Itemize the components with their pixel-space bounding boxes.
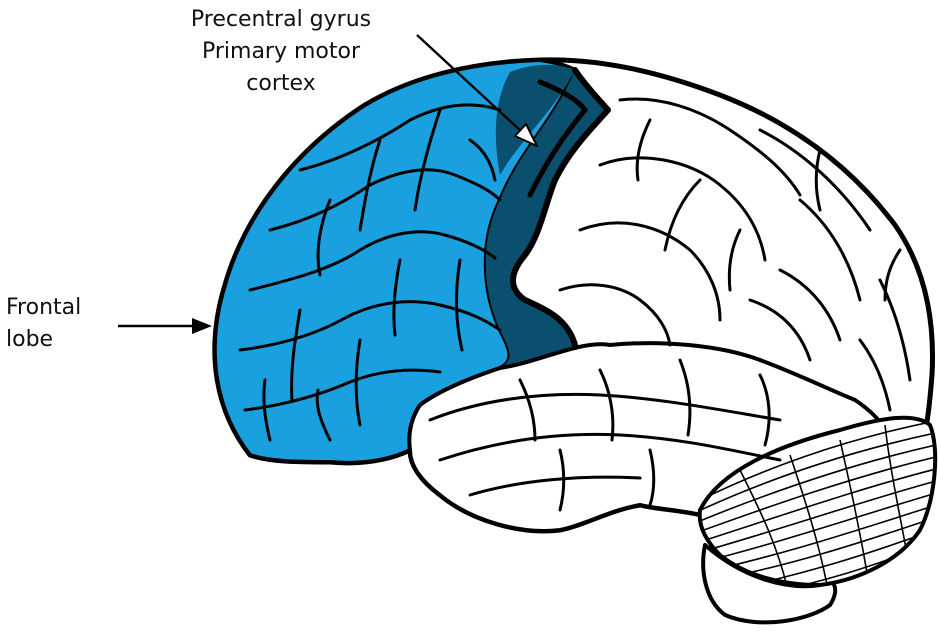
precentral-label-line2: Primary motor bbox=[156, 36, 406, 68]
precentral-label-line3: cortex bbox=[156, 68, 406, 100]
frontal-label-line2: lobe bbox=[6, 324, 106, 356]
precentral-label-line1: Precentral gyrus bbox=[156, 4, 406, 36]
precentral-gyrus-label: Precentral gyrus Primary motor cortex bbox=[156, 4, 406, 100]
frontal-label-line1: Frontal bbox=[6, 292, 106, 324]
frontal-lobe-label: Frontal lobe bbox=[6, 292, 106, 356]
frontal-arrow bbox=[118, 318, 212, 334]
